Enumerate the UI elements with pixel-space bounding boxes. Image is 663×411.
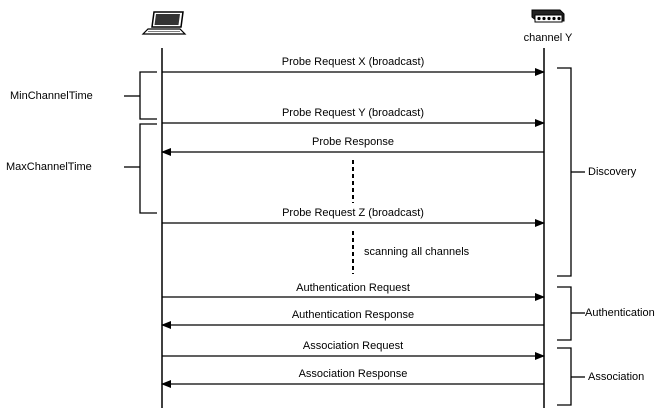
discovery-phase-label: Discovery: [588, 166, 637, 178]
authentication-bracket: [557, 286, 572, 341]
message-label-association-response: Association Response: [298, 368, 408, 380]
max-channel-time-label: MaxChannelTime: [6, 161, 92, 173]
ap-channel-label: channel Y: [523, 32, 573, 44]
laptop-icon: [141, 11, 187, 35]
authentication-phase-label: Authentication: [585, 307, 655, 319]
scanning-note: scanning all channels: [364, 246, 470, 258]
message-label-association-request: Association Request: [302, 340, 404, 352]
min-channel-time-bracket: [139, 71, 157, 120]
message-label-authentication-request: Authentication Request: [296, 282, 410, 294]
association-bracket: [557, 347, 572, 406]
max-channel-time-bracket: [139, 123, 157, 214]
message-label-probe-request-x: Probe Request X (broadcast): [281, 56, 425, 68]
message-label-probe-response: Probe Response: [312, 136, 394, 148]
message-label-probe-request-y: Probe Request Y (broadcast): [281, 107, 425, 119]
association-phase-label: Association: [588, 371, 645, 383]
message-label-authentication-response: Authentication Response: [291, 309, 415, 321]
min-channel-time-label: MinChannelTime: [10, 90, 93, 102]
access-point-icon: [531, 9, 565, 23]
discovery-bracket: [557, 67, 572, 277]
message-label-probe-request-z: Probe Request Z (broadcast): [282, 207, 424, 219]
